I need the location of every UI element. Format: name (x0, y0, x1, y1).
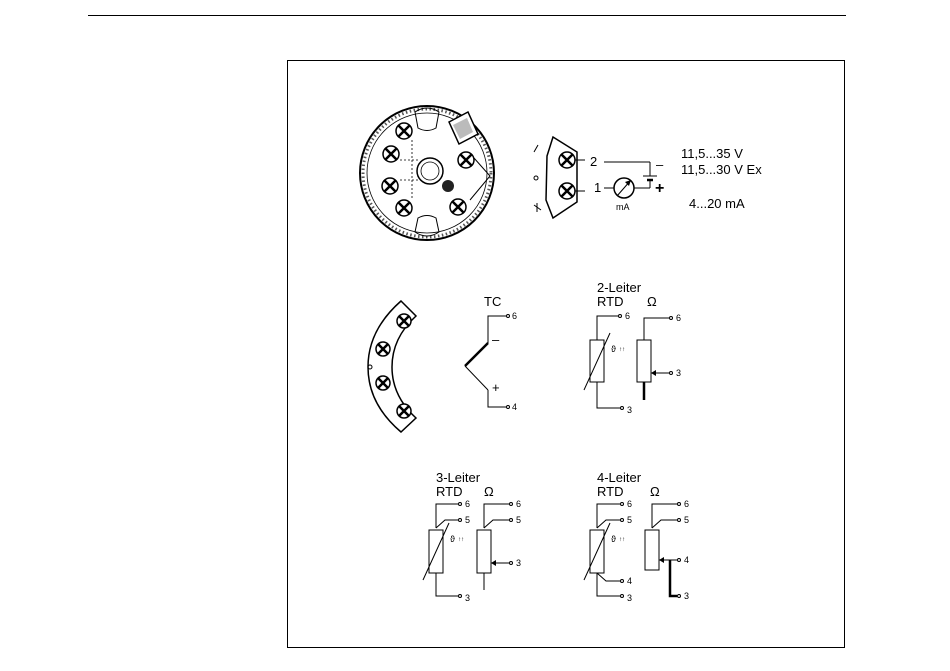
four-wire-ohm-terminal-3: 3 (684, 591, 689, 601)
supply-plus-sign: + (655, 180, 664, 197)
potentiometer (477, 530, 491, 573)
three-wire-rtd-terminal-6: 6 (465, 499, 470, 509)
two-wire-rtd-terminal-6: 6 (625, 311, 630, 321)
four-wire-rtd-terminal-3: 3 (627, 593, 632, 603)
screw-icon (396, 123, 412, 139)
screw-icon (382, 178, 398, 194)
supply-voltage-ex: 11,5...30 V Ex (681, 162, 762, 177)
four-wire-rtd-terminal-6: 6 (627, 499, 632, 509)
four-wire-rtd-terminal-5: 5 (627, 515, 632, 525)
supply-minus-sign: – (656, 157, 664, 172)
tc-negative-leg (465, 343, 488, 366)
terminal-block-drawing (534, 137, 585, 218)
ammeter-icon (614, 178, 634, 198)
sensor-terminal-block-drawing (368, 301, 416, 432)
output-current-range: 4...20 mA (689, 196, 745, 211)
tc-terminal-6: 6 (512, 311, 517, 321)
screw-icon (376, 376, 390, 390)
two-wire-circuit: 2-Leiter RTD Ω 6 ϑ ↑↑ 3 6 3 (584, 280, 681, 415)
four-wire-ohm-terminal-5: 5 (684, 515, 689, 525)
two-wire-rtd-terminal-3: 3 (627, 405, 632, 415)
screw-icon (458, 152, 474, 168)
thermocouple-circuit: TC 6 4 – + (465, 294, 517, 412)
four-wire-ohm-terminal-4: 4 (684, 555, 689, 565)
arrows-icon: ↑↑ (458, 537, 464, 543)
three-wire-title: 3-Leiter (436, 470, 481, 485)
two-wire-rtd-symbol: ϑ (611, 344, 616, 354)
four-wire-rtd-label: RTD (597, 484, 623, 499)
three-wire-ohm-terminal-3: 3 (516, 558, 521, 568)
four-wire-ohm-label: Ω (650, 484, 660, 499)
two-wire-ohm-label: Ω (647, 294, 657, 309)
screw-icon (396, 200, 412, 216)
screw-icon (397, 314, 411, 328)
four-wire-ohm-terminal-6: 6 (684, 499, 689, 509)
supply-terminal-1: 1 (594, 180, 601, 195)
screw-icon (397, 404, 411, 418)
arrows-icon: ↑↑ (619, 347, 625, 353)
three-wire-ohm-terminal-6: 6 (516, 499, 521, 509)
three-wire-rtd-label: RTD (436, 484, 462, 499)
two-wire-title: 2-Leiter (597, 280, 642, 295)
potentiometer (637, 340, 651, 382)
tc-terminal-4: 4 (512, 402, 517, 412)
screw-icon (383, 146, 399, 162)
two-wire-ohm-terminal-6: 6 (676, 313, 681, 323)
three-wire-ohm-terminal-5: 5 (516, 515, 521, 525)
arrows-icon: ↑↑ (619, 537, 625, 543)
meter-unit: mA (616, 202, 630, 212)
supply-terminal-2: 2 (590, 154, 597, 169)
transmitter-head-drawing (360, 106, 494, 240)
four-wire-rtd-terminal-4: 4 (627, 576, 632, 586)
screw-icon (376, 342, 390, 356)
three-wire-rtd-terminal-3: 3 (465, 593, 470, 603)
supply-circuit: 2 1 – + mA 11,5...35 V 11,5...30 V Ex 4.… (590, 146, 762, 212)
three-wire-rtd-symbol: ϑ (450, 534, 455, 544)
tc-positive-leg (465, 366, 488, 390)
two-wire-rtd-label: RTD (597, 294, 623, 309)
screw-icon (559, 152, 575, 168)
four-wire-circuit: 4-Leiter RTD Ω 6 5 ϑ ↑↑ 4 3 6 5 4 3 (584, 470, 689, 603)
two-wire-ohm-terminal-3: 3 (676, 368, 681, 378)
tc-minus: – (492, 332, 500, 347)
three-wire-rtd-terminal-5: 5 (465, 515, 470, 525)
supply-voltage: 11,5...35 V (681, 146, 743, 161)
tc-title: TC (484, 294, 501, 309)
three-wire-ohm-label: Ω (484, 484, 494, 499)
four-wire-title: 4-Leiter (597, 470, 642, 485)
tc-plus: + (492, 380, 500, 395)
potentiometer (645, 530, 659, 570)
four-wire-rtd-symbol: ϑ (611, 534, 616, 544)
screw-icon (450, 199, 466, 215)
screw-icon (559, 183, 575, 199)
three-wire-circuit: 3-Leiter RTD Ω 6 5 ϑ ↑↑ 3 6 5 3 (423, 470, 521, 603)
